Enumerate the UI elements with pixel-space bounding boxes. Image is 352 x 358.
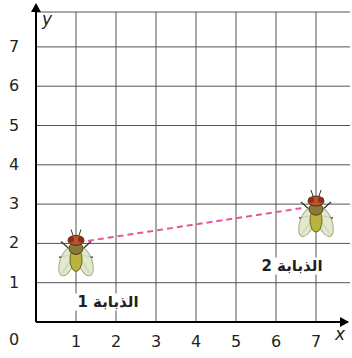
grid-line xyxy=(36,12,350,13)
grid-line xyxy=(236,12,237,322)
grid-line xyxy=(36,86,350,87)
grid-line xyxy=(36,164,350,165)
tick-number: 5 xyxy=(231,334,241,350)
y-axis xyxy=(35,6,37,322)
grid-line xyxy=(276,12,277,322)
tick-number: 6 xyxy=(271,334,281,350)
tick-number: 4 xyxy=(9,157,19,173)
tick-number: 3 xyxy=(151,334,161,350)
tick-number: 3 xyxy=(9,196,19,212)
grid-line xyxy=(316,12,317,322)
grid-line xyxy=(76,12,77,322)
dashed-path xyxy=(78,208,302,242)
x-axis xyxy=(36,321,348,323)
tick-number: 6 xyxy=(9,78,19,94)
fly-label: الذبابة 2 xyxy=(258,258,325,275)
grid-line xyxy=(36,46,350,47)
tick-number: 7 xyxy=(9,39,19,55)
axis-label: y xyxy=(42,11,52,28)
axis-label: x xyxy=(335,326,345,343)
grid-lines xyxy=(36,12,352,322)
tick-number: 2 xyxy=(111,334,121,350)
axis-arrowhead xyxy=(31,3,41,12)
fly-icon xyxy=(295,190,336,238)
grid-line xyxy=(116,12,117,322)
origin-number: 0 xyxy=(9,332,19,348)
tick-number: 1 xyxy=(9,275,19,291)
grid-line xyxy=(156,12,157,322)
fly-icon xyxy=(55,229,96,277)
tick-number: 2 xyxy=(9,235,19,251)
grid-line xyxy=(196,12,197,322)
tick-number: 5 xyxy=(9,118,19,134)
fly-label: الذبابة 1 xyxy=(74,294,141,311)
tick-number: 7 xyxy=(311,334,321,350)
grid-line xyxy=(36,125,350,126)
tick-number: 1 xyxy=(71,334,81,350)
grid-line xyxy=(36,282,350,283)
tick-number: 4 xyxy=(191,334,201,350)
